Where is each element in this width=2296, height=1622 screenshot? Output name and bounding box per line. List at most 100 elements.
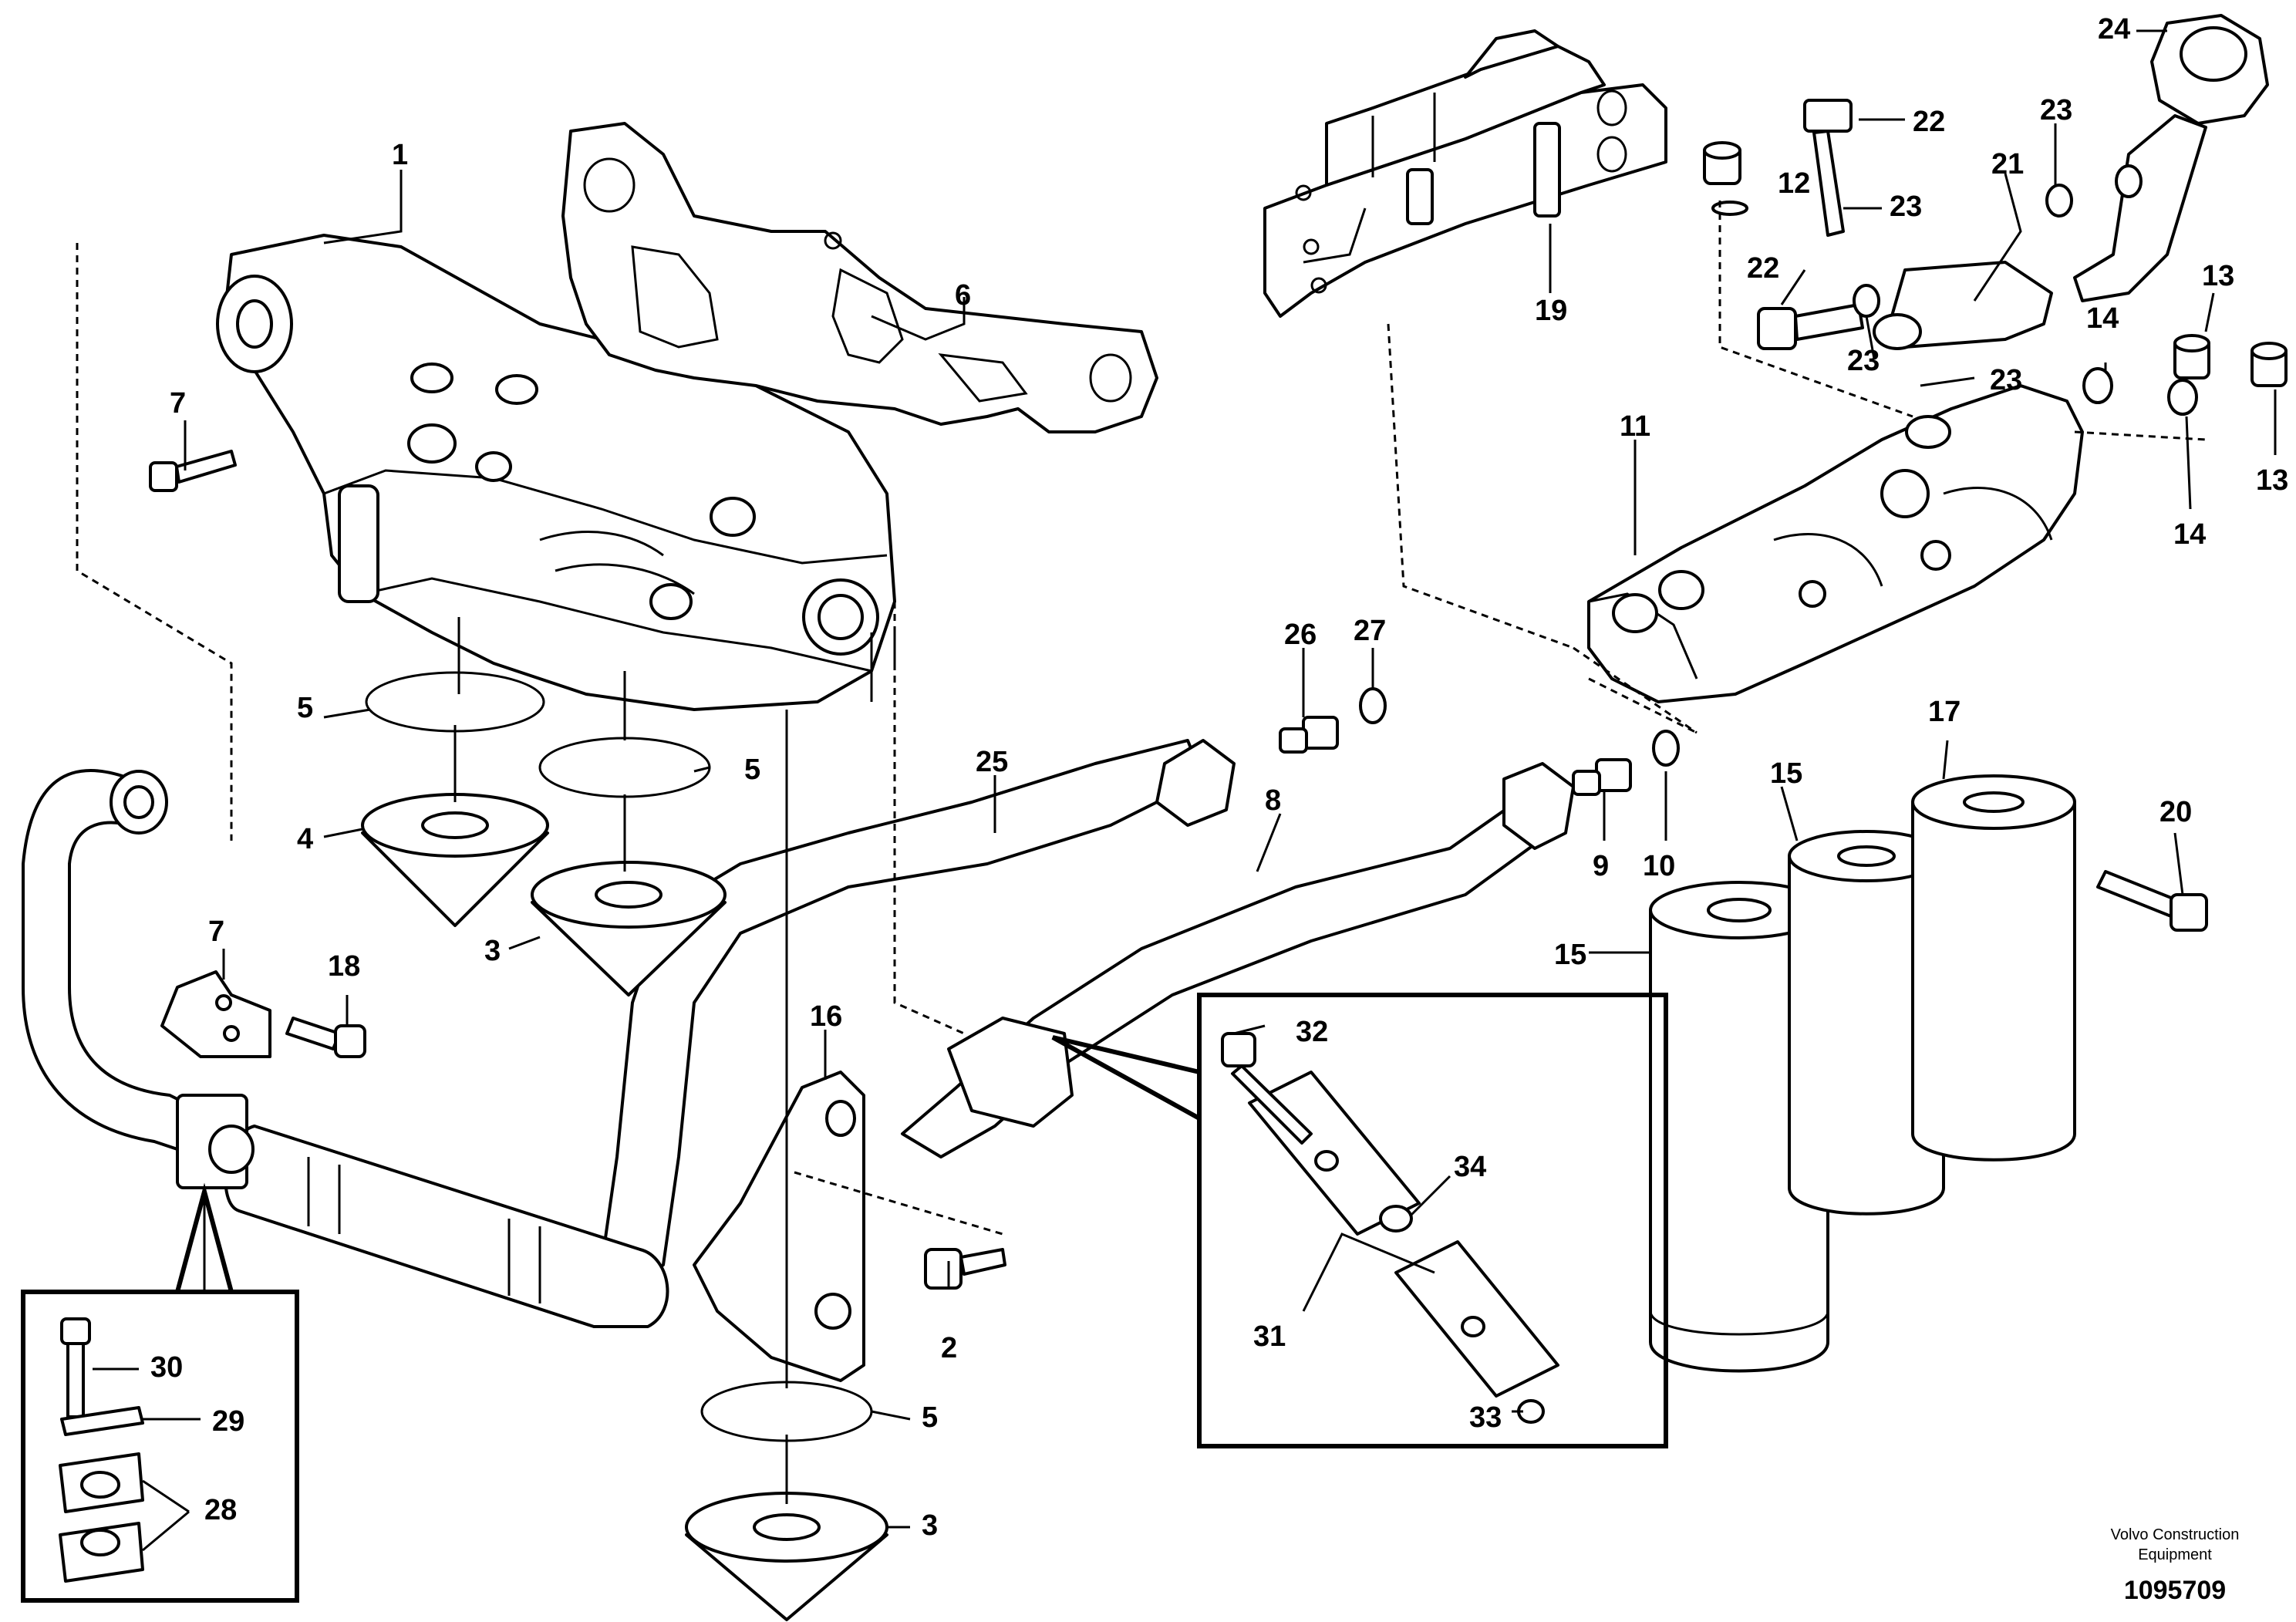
bolt-22-upper [1803,99,1853,237]
washer-34 [1379,1205,1413,1233]
washer-23-c [2115,164,2143,198]
detail-inset-clamp [1197,993,1668,1448]
callout-12: 12 [1778,167,1810,200]
callout-17: 17 [1928,696,1961,728]
callout-5-upper: 5 [297,692,313,724]
bolt-22-lower [1757,303,1864,350]
brand-line-1: Volvo Construction [2111,1526,2240,1543]
filler-cap [2073,14,2269,302]
callout-7-upper: 7 [170,387,186,420]
callout-25: 25 [976,746,1008,778]
callout-1: 1 [392,139,408,171]
callout-23-c: 23 [1847,345,1880,377]
washer-23-b [1853,284,1880,318]
callout-24: 24 [2098,13,2130,46]
callout-14-lower: 14 [2173,518,2206,551]
bolt-13-lower [2250,342,2288,387]
document-number: 1095709 [2124,1576,2226,1605]
oil-pipe-8 [901,762,1575,1158]
washer-14-upper [2082,367,2113,404]
callout-28: 28 [204,1494,237,1526]
washer-14-lower [2167,379,2198,416]
footer-brand: Volvo Construction Equipment 1095709 [2111,1526,2240,1605]
detail-inset-pipe-clamp [21,1290,299,1603]
clamp-half-28-upper [59,1452,144,1513]
fitting-26 [1279,716,1339,754]
inset-pointer-pipe-clamp [175,1182,234,1293]
callout-31: 31 [1253,1320,1286,1353]
bracket-16 [693,1071,865,1382]
bracket-7 [160,970,271,1058]
leader-lines [93,29,2277,1552]
filter-head [1587,384,2084,703]
callout-7-lower: 7 [208,916,224,948]
callout-8: 8 [1265,784,1281,817]
callout-2: 2 [941,1332,957,1364]
bolt-2 [924,1248,1006,1290]
callout-10: 10 [1643,850,1675,882]
callout-29: 29 [212,1405,244,1438]
callout-3-lower: 3 [922,1509,938,1542]
o-ring-5-middle [538,737,711,798]
washer-10 [1652,730,1680,767]
callout-15-right: 15 [1770,757,1802,790]
callout-labels: 1 2 3 3 4 5 5 5 6 7 7 8 9 10 11 12 13 13… [150,13,2288,1542]
filter-cap-3-upper [531,861,727,996]
callout-6: 6 [955,279,971,312]
inset-pointer-clamp [1051,1035,1202,1123]
clamp-31-lower [1394,1240,1559,1398]
washer-23-a [2045,184,2073,218]
oil-pipe-left [22,769,669,1328]
callout-30: 30 [150,1351,183,1384]
filler-tube [1873,261,2053,350]
callout-34: 34 [1454,1151,1486,1183]
brand-line-2: Equipment [2138,1546,2212,1563]
filter-bracket-housing [216,234,896,711]
callout-4: 4 [297,823,313,855]
callout-9: 9 [1593,850,1609,882]
callout-22-lower: 22 [1747,252,1779,285]
callout-21: 21 [1991,148,2024,180]
callout-11: 11 [1620,410,1650,443]
callout-22-upper: 22 [1913,106,1945,138]
assembly-lines [76,201,2207,1236]
oil-filter-middle [1788,830,1945,1216]
callout-26: 26 [1284,619,1317,651]
callout-18: 18 [328,950,360,983]
clamp-half-28-lower [59,1522,144,1583]
filter-cap-4 [361,793,549,927]
callout-23-b: 23 [1890,191,1922,223]
bolt-7-upper [149,450,237,492]
filter-cap-3-lower [685,1492,888,1621]
callout-3-upper: 3 [484,935,501,967]
callout-23-a: 23 [2040,94,2072,126]
fitting-9 [1572,758,1632,796]
callout-5-lower: 5 [922,1401,938,1434]
o-ring-5-upper [365,671,545,733]
bolt-20 [2096,870,2208,932]
callout-20: 20 [2159,796,2192,828]
o-ring-5-lower [700,1381,873,1442]
callout-16: 16 [810,1000,842,1033]
bolt-18 [285,1017,366,1058]
oil-filter-front [1649,881,1829,1373]
callout-33: 33 [1469,1401,1502,1434]
oil-filter-rear [1911,774,2076,1162]
bolt-32 [1221,1032,1313,1145]
bolt-13-upper [2173,334,2210,379]
washer-27 [1359,687,1387,724]
callout-5-middle: 5 [744,754,760,786]
gasket [561,122,1158,433]
callout-19: 19 [1535,295,1567,327]
callout-13-upper: 13 [2202,260,2234,292]
clamp-31-upper [1248,1071,1421,1236]
callout-27: 27 [1354,615,1386,647]
callout-23-d: 23 [1990,364,2022,396]
bolt-30 [60,1317,91,1418]
clamp-plate-29 [60,1406,144,1436]
callout-15-left: 15 [1554,939,1586,971]
support-bracket [1263,29,1667,318]
callout-32: 32 [1296,1016,1328,1048]
callout-13-lower: 13 [2256,464,2288,497]
